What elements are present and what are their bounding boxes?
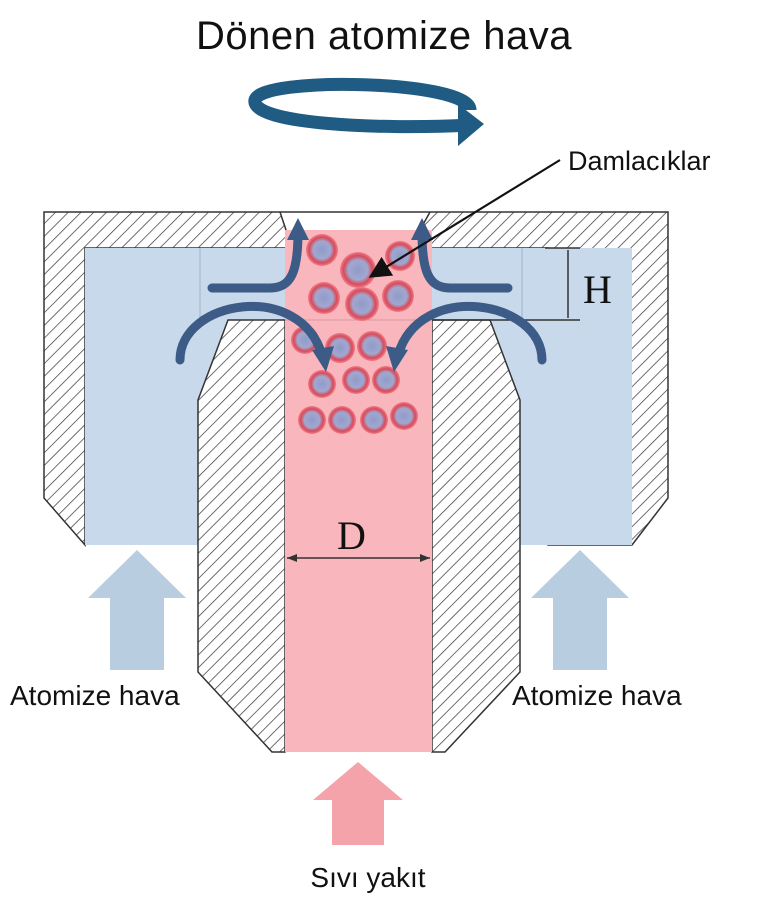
droplet: [385, 241, 415, 271]
droplet: [325, 333, 355, 363]
droplet: [357, 331, 387, 361]
air-flow-arrowheads: [287, 218, 433, 372]
air-label-right: Atomize hava: [512, 680, 682, 711]
droplet: [390, 402, 418, 430]
droplets-label: Damlacıklar: [568, 146, 711, 176]
droplet: [372, 366, 400, 394]
air-inflow-arrow-right: [531, 550, 629, 670]
inner-nozzle-body: [197, 319, 286, 753]
droplet: [328, 406, 356, 434]
fuel-inflow-arrow: [313, 762, 403, 845]
air-flow-arrows: [175, 227, 547, 365]
droplet: [340, 252, 376, 288]
droplet: [308, 370, 336, 398]
fuel-label: Sıvı yakıt: [310, 862, 426, 893]
droplet: [382, 280, 414, 312]
height-dimension-label: H: [583, 267, 612, 312]
droplet: [360, 406, 388, 434]
droplets-pointer: [368, 159, 561, 278]
air-inflow-arrow-left: [88, 550, 186, 670]
air-label-left: Atomize hava: [10, 680, 180, 711]
swirl-arrow: [248, 77, 484, 146]
droplet: [345, 287, 379, 321]
droplet: [342, 366, 370, 394]
droplet: [308, 282, 340, 314]
title: Dönen atomize hava: [196, 14, 572, 58]
inner-nozzle-body-right: [431, 319, 521, 753]
diameter-dimension-label: D: [337, 513, 366, 558]
droplet: [298, 406, 326, 434]
droplet: [306, 234, 338, 266]
